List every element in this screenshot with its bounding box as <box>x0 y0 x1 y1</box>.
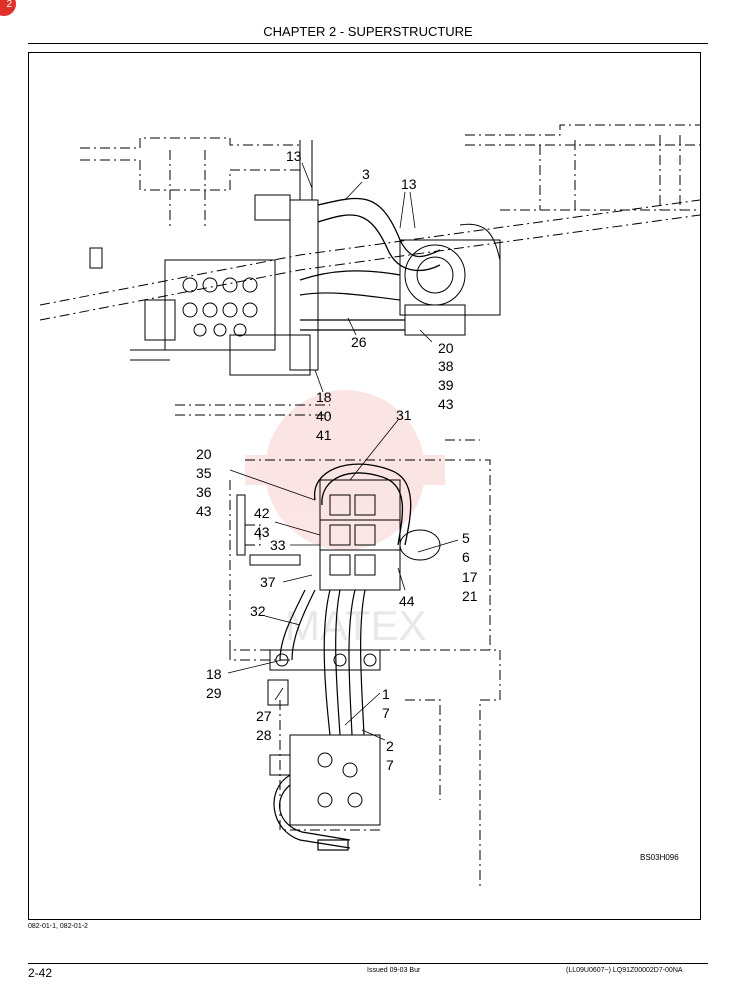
callout-2: 2 <box>386 738 394 754</box>
hose-3 <box>317 197 441 272</box>
callout-39: 39 <box>438 377 454 393</box>
callout-44: 44 <box>399 593 415 609</box>
callout-3: 3 <box>362 166 370 182</box>
callout-20: 20 <box>438 340 454 356</box>
upper-valve-block <box>130 259 311 376</box>
callout-18: 18 <box>316 389 332 405</box>
callout-33: 33 <box>270 537 286 553</box>
doc-code: (LL09U0607~) LQ91Z00002D7-00NA <box>566 967 683 974</box>
page-header: CHAPTER 2 - SUPERSTRUCTURE <box>263 24 473 39</box>
footer-refs: 082-01-1, 082-01-2 <box>28 923 88 930</box>
callout-13: 13 <box>401 176 417 192</box>
upper-small-part <box>89 247 103 269</box>
figure-code: BS03H096 <box>640 853 679 862</box>
callout-20: 20 <box>196 446 212 462</box>
upper-bracket <box>254 140 319 371</box>
lower-side-bar <box>236 494 301 566</box>
callout-41: 41 <box>316 427 332 443</box>
issued-text: Issued 09-03 Bur <box>367 967 421 974</box>
figure-frame <box>28 52 701 920</box>
callout-42: 42 <box>254 505 270 521</box>
upper-frame-outline <box>39 124 701 416</box>
chapter-badge: 2 <box>0 0 16 16</box>
page-number: 2-42 <box>28 966 53 980</box>
lower-pilot-valve <box>269 734 381 826</box>
callout-18: 18 <box>206 666 222 682</box>
footer-rule <box>28 963 708 964</box>
callout-38: 38 <box>438 358 454 374</box>
callout-37: 37 <box>260 574 276 590</box>
lower-drain-hose <box>273 774 351 851</box>
callout-17: 17 <box>462 569 478 585</box>
callout-7: 7 <box>382 705 390 721</box>
watermark-text: MATEX <box>285 602 427 649</box>
hose-31 <box>314 463 412 546</box>
callout-43: 43 <box>196 503 212 519</box>
callout-27: 27 <box>256 708 272 724</box>
lower-accumulator <box>399 529 441 561</box>
lower-manifold <box>267 649 381 706</box>
callout-43: 43 <box>254 524 270 540</box>
callout-1: 1 <box>382 686 390 702</box>
callout-13: 13 <box>286 148 302 164</box>
callout-29: 29 <box>206 685 222 701</box>
watermark-logo <box>245 390 445 550</box>
callout-5: 5 <box>462 530 470 546</box>
callout-21: 21 <box>462 588 478 604</box>
callout-40: 40 <box>316 408 332 424</box>
header-rule <box>28 43 708 44</box>
callout-36: 36 <box>196 484 212 500</box>
callout-7: 7 <box>386 757 394 773</box>
callout-35: 35 <box>196 465 212 481</box>
callout-28: 28 <box>256 727 272 743</box>
upper-pump <box>399 223 501 336</box>
upper-hoses <box>299 270 405 331</box>
callout-32: 32 <box>250 603 266 619</box>
callout-31: 31 <box>396 407 412 423</box>
leader-lines <box>227 162 459 741</box>
callout-43: 43 <box>438 396 454 412</box>
callout-26: 26 <box>351 334 367 350</box>
callout-6: 6 <box>462 549 470 565</box>
